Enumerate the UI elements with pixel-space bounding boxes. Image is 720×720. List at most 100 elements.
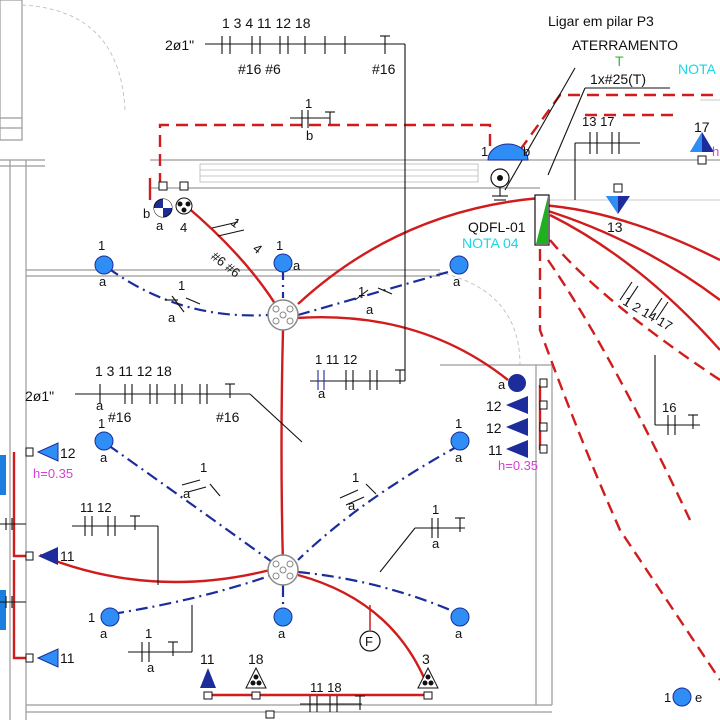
window — [199, 163, 479, 183]
ground-meter: 1 b — [481, 143, 530, 201]
outlet-stack-right: a 12 12 11 h=0.35 — [486, 374, 548, 473]
svg-text:a: a — [318, 386, 326, 401]
door-frame — [0, 0, 23, 141]
conduit-top-gauge-right: #16 — [372, 61, 396, 77]
svg-text:a: a — [366, 302, 374, 317]
left-ticks — [0, 518, 26, 608]
svg-text:11: 11 — [200, 651, 215, 667]
svg-text:4: 4 — [180, 220, 187, 235]
switch-1a-lower-left: 1 a — [181, 460, 221, 501]
pillar-note: Ligar em pilar P3 — [548, 13, 654, 29]
lamp-1a: 1 a — [450, 416, 470, 465]
svg-text:1: 1 — [276, 238, 283, 253]
conduit-mid: 2ø1" 1 3 11 12 18 a #16 #16 — [25, 363, 303, 443]
svg-text:h=0.35: h=0.35 — [33, 466, 73, 481]
svg-text:a: a — [278, 626, 286, 641]
svg-text:1: 1 — [481, 144, 488, 159]
ground-t: T — [615, 53, 624, 69]
svg-text:a: a — [348, 498, 356, 513]
conduit-mid-phase: a — [96, 398, 104, 413]
svg-text:1: 1 — [305, 96, 312, 111]
outlet-13: 13 — [606, 183, 630, 235]
svg-text:a: a — [432, 536, 440, 551]
svg-text:h: h — [712, 144, 719, 159]
lamps: 1 a 1 a a 1 a 1 a 1 a a — [88, 238, 702, 707]
switch-leader-top: 1 b — [290, 96, 335, 143]
svg-text:a: a — [183, 486, 191, 501]
svg-text:b: b — [143, 206, 150, 221]
conduit-16: 16 — [655, 400, 700, 435]
lamp-1e: 1 e — [664, 687, 702, 707]
outlet-bottom-3: 3 — [417, 651, 439, 700]
panel-note: NOTA 04 — [462, 235, 519, 251]
svg-text:a: a — [100, 626, 108, 641]
svg-text:11: 11 — [60, 548, 75, 564]
conduit-mid-diameter: 2ø1" — [25, 388, 54, 404]
svg-text:1: 1 — [98, 416, 105, 431]
outlet-left-11: 11 — [25, 547, 75, 565]
svg-text:a: a — [168, 310, 176, 325]
svg-text:13 17: 13 17 — [582, 114, 615, 129]
conduit-mid-circuits: 1 3 11 12 18 — [95, 363, 172, 379]
conduit-top: 2ø1" 1 3 4 11 12 18 #16 #6 #16 — [165, 15, 406, 292]
outlet-17: 17 h — [690, 119, 719, 165]
svg-text:13: 13 — [607, 219, 623, 235]
svg-text:1: 1 — [352, 470, 359, 485]
door-swing — [21, 4, 126, 111]
svg-text:17: 17 — [694, 119, 710, 135]
svg-text:1 11 12: 1 11 12 — [315, 352, 357, 367]
switch-1a-right: 1 a — [354, 284, 393, 317]
svg-text:4: 4 — [250, 241, 265, 257]
svg-text:12: 12 — [486, 398, 502, 414]
junction-box-lower — [267, 554, 299, 586]
svg-text:a: a — [455, 450, 463, 465]
conduit-top-diameter: 2ø1" — [165, 37, 194, 53]
junction-box-upper — [267, 299, 299, 331]
svg-text:16: 16 — [662, 400, 676, 415]
svg-text:1: 1 — [98, 238, 105, 253]
conduit-top-circuits: 1 3 4 11 12 18 — [222, 15, 311, 31]
svg-text:a: a — [100, 450, 108, 465]
switch-cluster-top-left: b a 4 — [143, 181, 193, 235]
dashed-wires — [158, 93, 720, 681]
nota-right: NOTA — [678, 61, 717, 77]
svg-text:h=0.35: h=0.35 — [498, 458, 538, 473]
svg-text:1: 1 — [145, 626, 152, 641]
switch-1a-left: 1 a — [165, 278, 201, 325]
grounding-label: ATERRAMENTO — [572, 37, 678, 53]
lamp-1a: 1 a — [94, 238, 114, 289]
svg-text:11: 11 — [60, 650, 75, 666]
svg-text:1: 1 — [200, 460, 207, 475]
svg-text:a: a — [455, 626, 463, 641]
svg-text:a: a — [156, 218, 164, 233]
switch-1a-lower-far-right: 1 a — [379, 502, 465, 573]
conduit-top-gauges: #16 #6 — [238, 61, 281, 77]
svg-text:1: 1 — [358, 284, 365, 299]
svg-text:a: a — [99, 274, 107, 289]
ground-cable: 1x#25(T) — [590, 71, 646, 87]
switch-1a-bottom-left: 1 a — [128, 605, 193, 675]
svg-text:11: 11 — [488, 442, 503, 458]
wall-marker — [0, 455, 6, 495]
switch-1a-lower-right: 1 a — [339, 470, 377, 513]
svg-text:a: a — [293, 258, 301, 273]
conduit-13-17: 13 17 — [574, 114, 640, 200]
svg-text:b: b — [306, 128, 313, 143]
svg-text:12: 12 — [60, 445, 76, 461]
outlet-bottom-18: 18 — [245, 651, 267, 700]
svg-text:1: 1 — [432, 502, 439, 517]
outlet-left-12: 12 h=0.35 — [25, 442, 76, 481]
lamp-1a: 1 a — [94, 416, 114, 465]
fan-label: F — [365, 634, 373, 649]
svg-text:12: 12 — [486, 420, 502, 436]
phase-wires — [12, 178, 720, 697]
lamp-1a: a — [449, 255, 469, 289]
svg-text:1: 1 — [455, 416, 462, 431]
lamp-1a: 1 a — [88, 607, 120, 641]
panel-qdfl01: QDFL-01 NOTA 04 — [462, 194, 550, 251]
conduit-11-12-left: 11 12 — [72, 500, 159, 585]
svg-text:a: a — [147, 660, 155, 675]
svg-text:11 18: 11 18 — [310, 680, 342, 695]
